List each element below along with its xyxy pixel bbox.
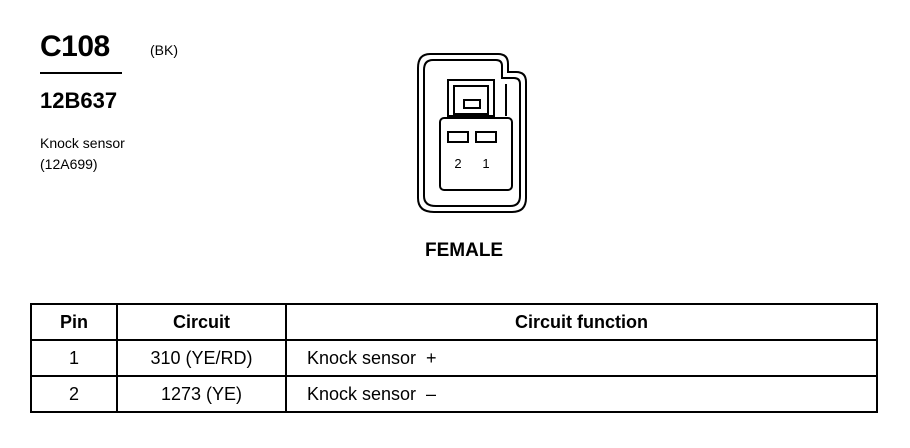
connector-color: (BK) — [150, 42, 178, 58]
terminal-body — [439, 117, 513, 191]
connector-latch — [447, 79, 495, 117]
part-number: 12B637 — [40, 88, 118, 113]
table-row: 2 1273 (YE) Knock sensor – — [30, 375, 878, 413]
view-label: FEMALE — [425, 240, 504, 261]
column-header-circuit-function: Circuit function — [285, 303, 878, 341]
table-row: 1 310 (YE/RD) Knock sensor + — [30, 339, 878, 377]
component-part-number: (12A699) — [40, 156, 98, 172]
connector-id-underline — [40, 72, 122, 74]
connector-latch-inner — [453, 85, 489, 115]
connector-inner-housing — [423, 59, 521, 207]
column-header-pin: Pin — [30, 303, 118, 341]
pin-cell: 2 — [30, 375, 118, 413]
terminal-1 — [475, 131, 497, 143]
circuit-function-cell: Knock sensor – — [285, 375, 878, 413]
column-header-circuit: Circuit — [116, 303, 287, 341]
pin-label-2: 2 — [454, 156, 461, 171]
circuit-cell: 310 (YE/RD) — [116, 339, 287, 377]
connector-outer-housing — [417, 53, 527, 213]
connector-face-diagram: 2 1 — [417, 53, 527, 213]
component-name: Knock sensor — [40, 135, 125, 151]
circuit-cell: 1273 (YE) — [116, 375, 287, 413]
connector-id: C108 — [40, 30, 110, 63]
connector-latch-tab — [463, 99, 481, 109]
pin-cell: 1 — [30, 339, 118, 377]
pin-table: Pin Circuit Circuit function 1 310 (YE/R… — [30, 303, 878, 413]
table-header-row: Pin Circuit Circuit function — [30, 303, 878, 341]
pin-label-1: 1 — [482, 156, 489, 171]
terminal-2 — [447, 131, 469, 143]
circuit-function-cell: Knock sensor + — [285, 339, 878, 377]
